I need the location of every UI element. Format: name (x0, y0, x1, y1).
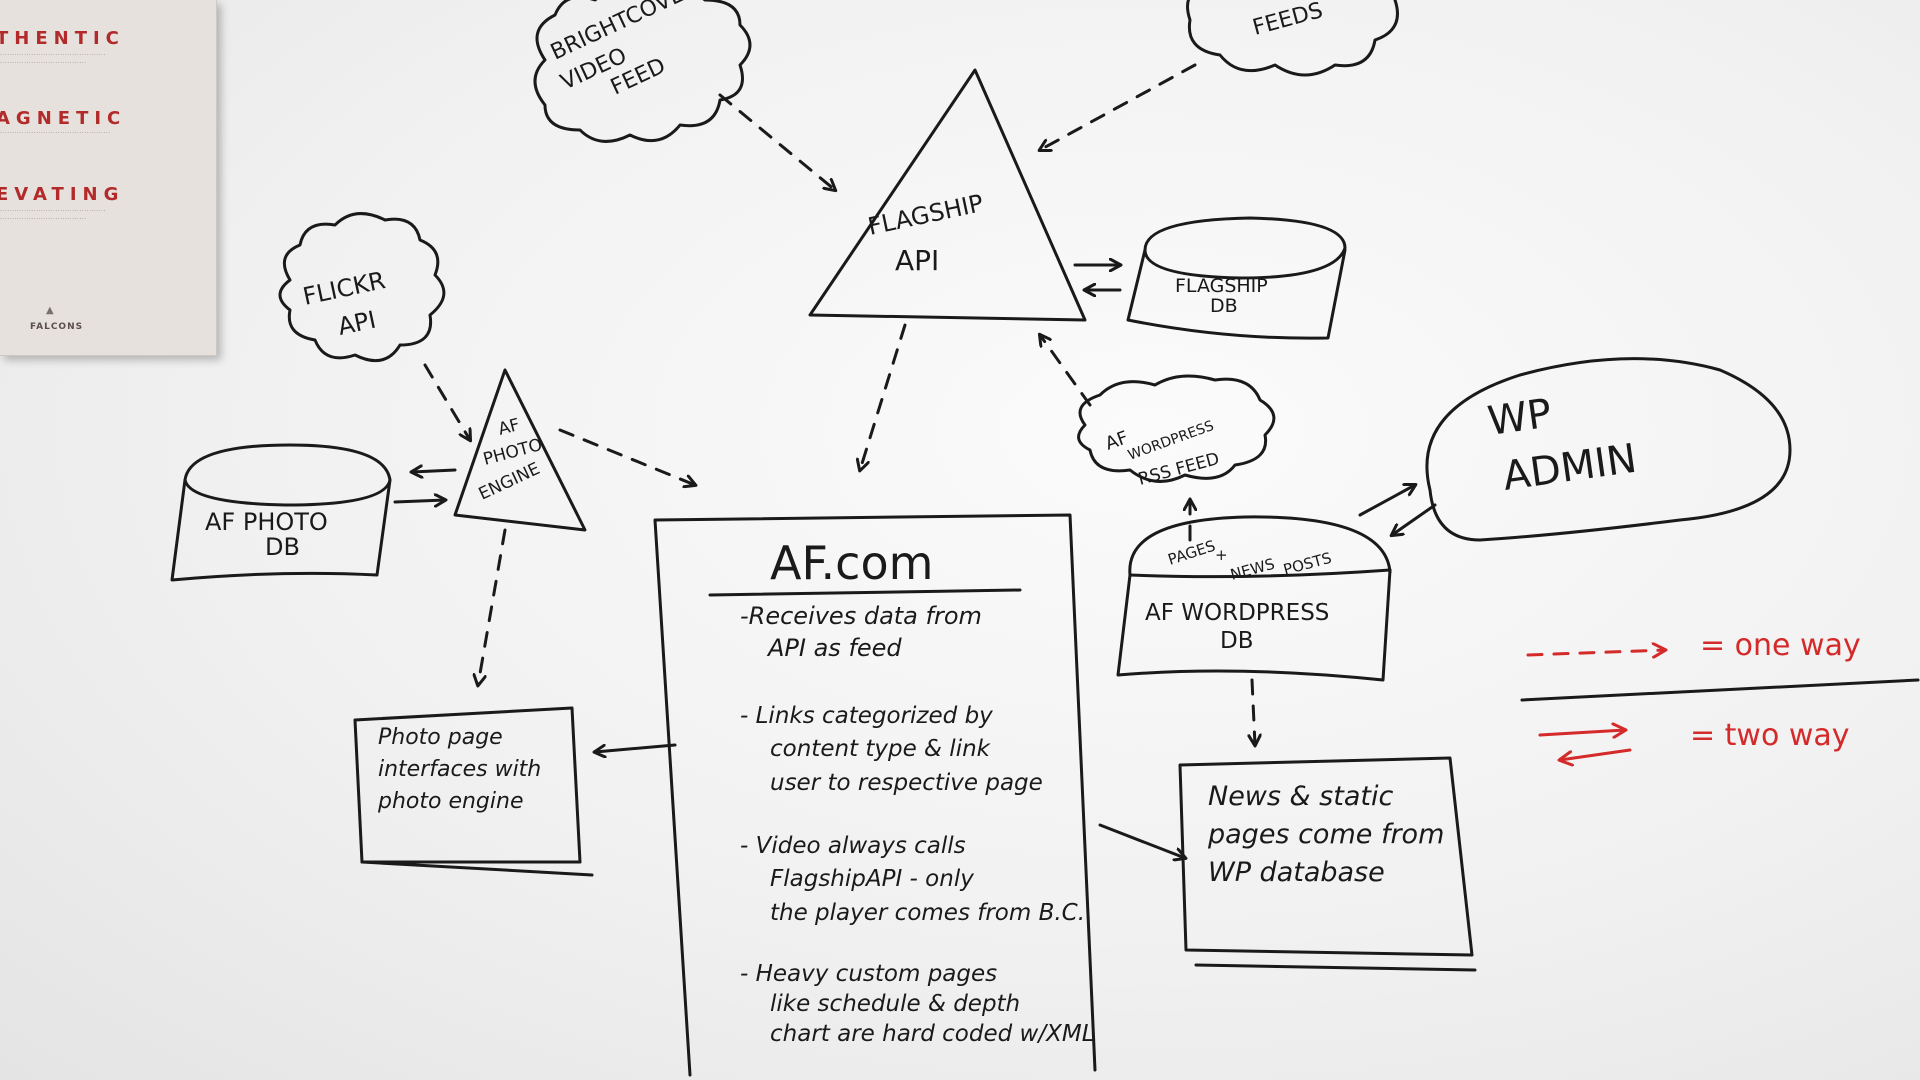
legend-one-way-label: = one way (1700, 628, 1861, 663)
photo-db-cylinder: AF PHOTO DB (170, 443, 392, 582)
dashed-arrows (423, 63, 1255, 745)
wp-db-posts-label-1: PAGES (1166, 537, 1218, 569)
solid-arrows (393, 265, 1437, 858)
feeds-label: FEEDS (1250, 0, 1325, 41)
photo-page-line-2: interfaces with (378, 756, 542, 782)
flickr-label-2: API (335, 306, 378, 341)
arrow-api-to-afcom (860, 323, 907, 470)
photo-engine-label-1: AF (496, 415, 522, 440)
rss-feed-cloud: AF WORDPRESS RSS FEED (1077, 374, 1276, 490)
afcom-note-2: - Links categorized by content type & li… (740, 700, 1043, 800)
news-pages-line-1: News & static (1208, 781, 1394, 812)
afcom-note-4: - Heavy custom pages like schedule & dep… (740, 960, 1095, 1050)
news-pages-line-2: pages come from (1208, 818, 1445, 850)
wp-db-label-2: DB (1220, 628, 1254, 654)
legend-divider (1520, 678, 1920, 702)
wp-admin-label-2: ADMIN (1500, 436, 1640, 500)
arrow-brightcove-to-api (718, 93, 835, 190)
poster-subtext-1: ........................................… (0, 50, 106, 65)
photo-page-line-3: photo engine (378, 788, 524, 814)
flagship-db-cylinder: FLAGSHIP DB (1126, 216, 1347, 340)
arrow-afcom-to-newspages (1098, 823, 1185, 858)
afcom-note-4-line-1: - Heavy custom pages (740, 961, 998, 987)
brightcove-cloud: BRIGHTCOVE VIDEO FEED (533, 0, 752, 143)
flagship-api-label-1: FLAGSHIP (865, 189, 985, 241)
wp-db-label-1: AF WORDPRESS (1145, 600, 1329, 626)
flagship-api-label-2: API (895, 244, 939, 277)
arrow-engine-to-photodb (412, 470, 457, 472)
photo-page-line-1: Photo page (378, 725, 503, 750)
arrow-photodb-to-engine (393, 500, 445, 502)
falcon-logo-icon: ▲ (46, 305, 54, 316)
poster-logo: FALCONS (30, 322, 84, 332)
photo-page-text: Photo page interfaces with photo engine (378, 722, 541, 818)
feeds-cloud: FEEDS (1186, 0, 1399, 77)
afcom-note-4-line-2: like schedule & depth (770, 990, 1021, 1017)
flickr-label-1: FLICKR (300, 266, 387, 311)
arrow-rss-to-api (1040, 335, 1092, 407)
afcom-note-2-line-2: content type & link (770, 736, 990, 763)
afcom-note-1-line-1: -Receives data from (740, 602, 982, 630)
afcom-note-3-line-1: - Video always calls (740, 833, 966, 859)
wp-admin-label-1: WP (1485, 390, 1554, 444)
news-pages-line-3: WP database (1208, 856, 1385, 888)
wp-db-posts-label-3: NEWS (1228, 555, 1276, 584)
poster-subtext-3: ........................................… (0, 206, 106, 221)
arrow-admin-to-wpdb (1392, 503, 1437, 535)
arrow-wpdb-to-admin (1358, 485, 1415, 517)
arrow-flickr-to-engine (423, 363, 470, 440)
afcom-note-2-line-1: - Links categorized by (740, 703, 993, 729)
afcom-note-4-line-3: chart are hard coded w/XML (770, 1020, 1095, 1047)
photo-page-box (353, 706, 594, 877)
arrow-afcom-to-photopage (595, 743, 677, 752)
legend-two-way-label: = two way (1690, 718, 1850, 753)
news-pages-box (1178, 756, 1477, 972)
afcom-title: AF.com (770, 536, 934, 590)
flagship-db-label-2: DB (1210, 295, 1238, 317)
afcom-note-1-line-2: API as feed (768, 634, 902, 663)
wp-db-cylinder: PAGES + NEWS POSTS AF WORDPRESS DB (1116, 515, 1392, 682)
poster-heading-1: THENTIC (0, 28, 125, 49)
poster-subtext-2: ........................................… (0, 128, 111, 135)
legend-one-way-arrow (1526, 650, 1665, 655)
afcom-note-3-line-3: the player comes from B.C. (770, 899, 1086, 926)
arrow-engine-to-afcom (558, 428, 695, 485)
wp-db-posts-label-2: + (1215, 546, 1228, 564)
poster-heading-2: AGNETIC (0, 108, 127, 129)
arrow-wpdb-to-newspages (1252, 678, 1255, 745)
legend-two-way-arrow-left (1560, 748, 1632, 760)
poster-heading-3: EVATING (0, 184, 125, 205)
news-pages-text: News & static pages come from WP databas… (1208, 778, 1444, 891)
afcom-box (653, 513, 1097, 1077)
arrow-engine-to-photopage (478, 528, 507, 685)
afcom-note-3: - Video always calls FlagshipAPI - only … (740, 830, 1085, 930)
flagship-api-triangle: FLAGSHIP API (808, 68, 1087, 322)
photo-db-label-1: AF PHOTO (205, 508, 328, 536)
photo-engine-triangle: AF PHOTO ENGINE (453, 368, 587, 532)
afcom-note-3-line-2: FlagshipAPI - only (770, 866, 974, 893)
afcom-note-1: -Receives data from API as feed (740, 600, 982, 665)
legend: = one way = two way (1520, 628, 1920, 760)
falcons-poster: THENTIC ................................… (0, 0, 217, 356)
afcom-note-2-line-3: user to respective page (770, 769, 1043, 796)
arrow-feeds-to-api (1040, 63, 1197, 150)
legend-two-way-arrow-right (1538, 730, 1625, 735)
wp-admin-oval: WP ADMIN (1425, 357, 1792, 542)
photo-db-label-2: DB (265, 533, 300, 561)
flagship-db-label-1: FLAGSHIP (1175, 275, 1268, 297)
flickr-cloud: FLICKR API (278, 212, 446, 363)
